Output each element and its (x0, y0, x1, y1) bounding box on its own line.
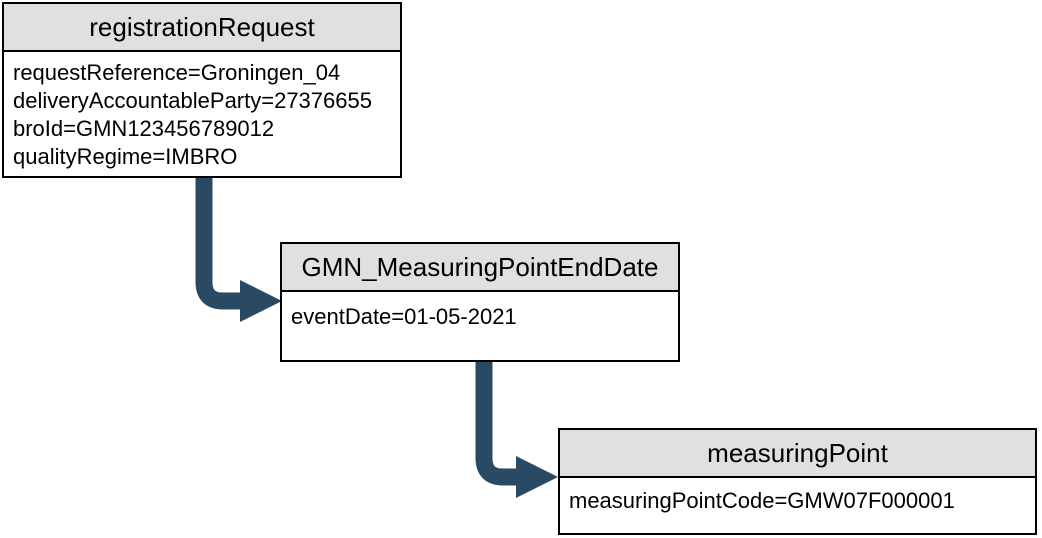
arrow-elbow-line (475, 361, 517, 486)
node-measuring-point: measuringPoint measuringPointCode=GMW07F… (558, 428, 1037, 535)
arrow-registration-to-enddate (195, 176, 282, 322)
attribute-event-date: eventDate=01-05-2021 (291, 304, 517, 329)
node-gmn-measuring-point-end-date: GMN_MeasuringPointEndDate eventDate=01-0… (280, 242, 680, 362)
attribute-measuring-point-code: measuringPointCode=GMW07F000001 (569, 488, 955, 513)
node-attributes: requestReference=Groningen_04 deliveryAc… (4, 52, 400, 171)
arrow-elbow-line (195, 176, 241, 310)
node-registration-request: registrationRequest requestReference=Gro… (2, 2, 402, 178)
node-attributes: eventDate=01-05-2021 (282, 292, 678, 331)
attribute-quality-regime: qualityRegime=IMBRO (13, 144, 238, 169)
node-title: registrationRequest (4, 4, 400, 52)
node-attributes: measuringPointCode=GMW07F000001 (560, 478, 1035, 515)
attribute-delivery-accountable-party: deliveryAccountableParty=27376655 (13, 88, 372, 113)
arrow-enddate-to-measuringpoint (475, 361, 558, 498)
arrow-head-icon (240, 280, 282, 322)
node-title: GMN_MeasuringPointEndDate (282, 244, 678, 292)
attribute-request-reference: requestReference=Groningen_04 (13, 60, 341, 85)
attribute-bro-id: broId=GMN123456789012 (13, 116, 275, 141)
arrow-head-icon (516, 456, 558, 498)
node-title: measuringPoint (560, 430, 1035, 478)
